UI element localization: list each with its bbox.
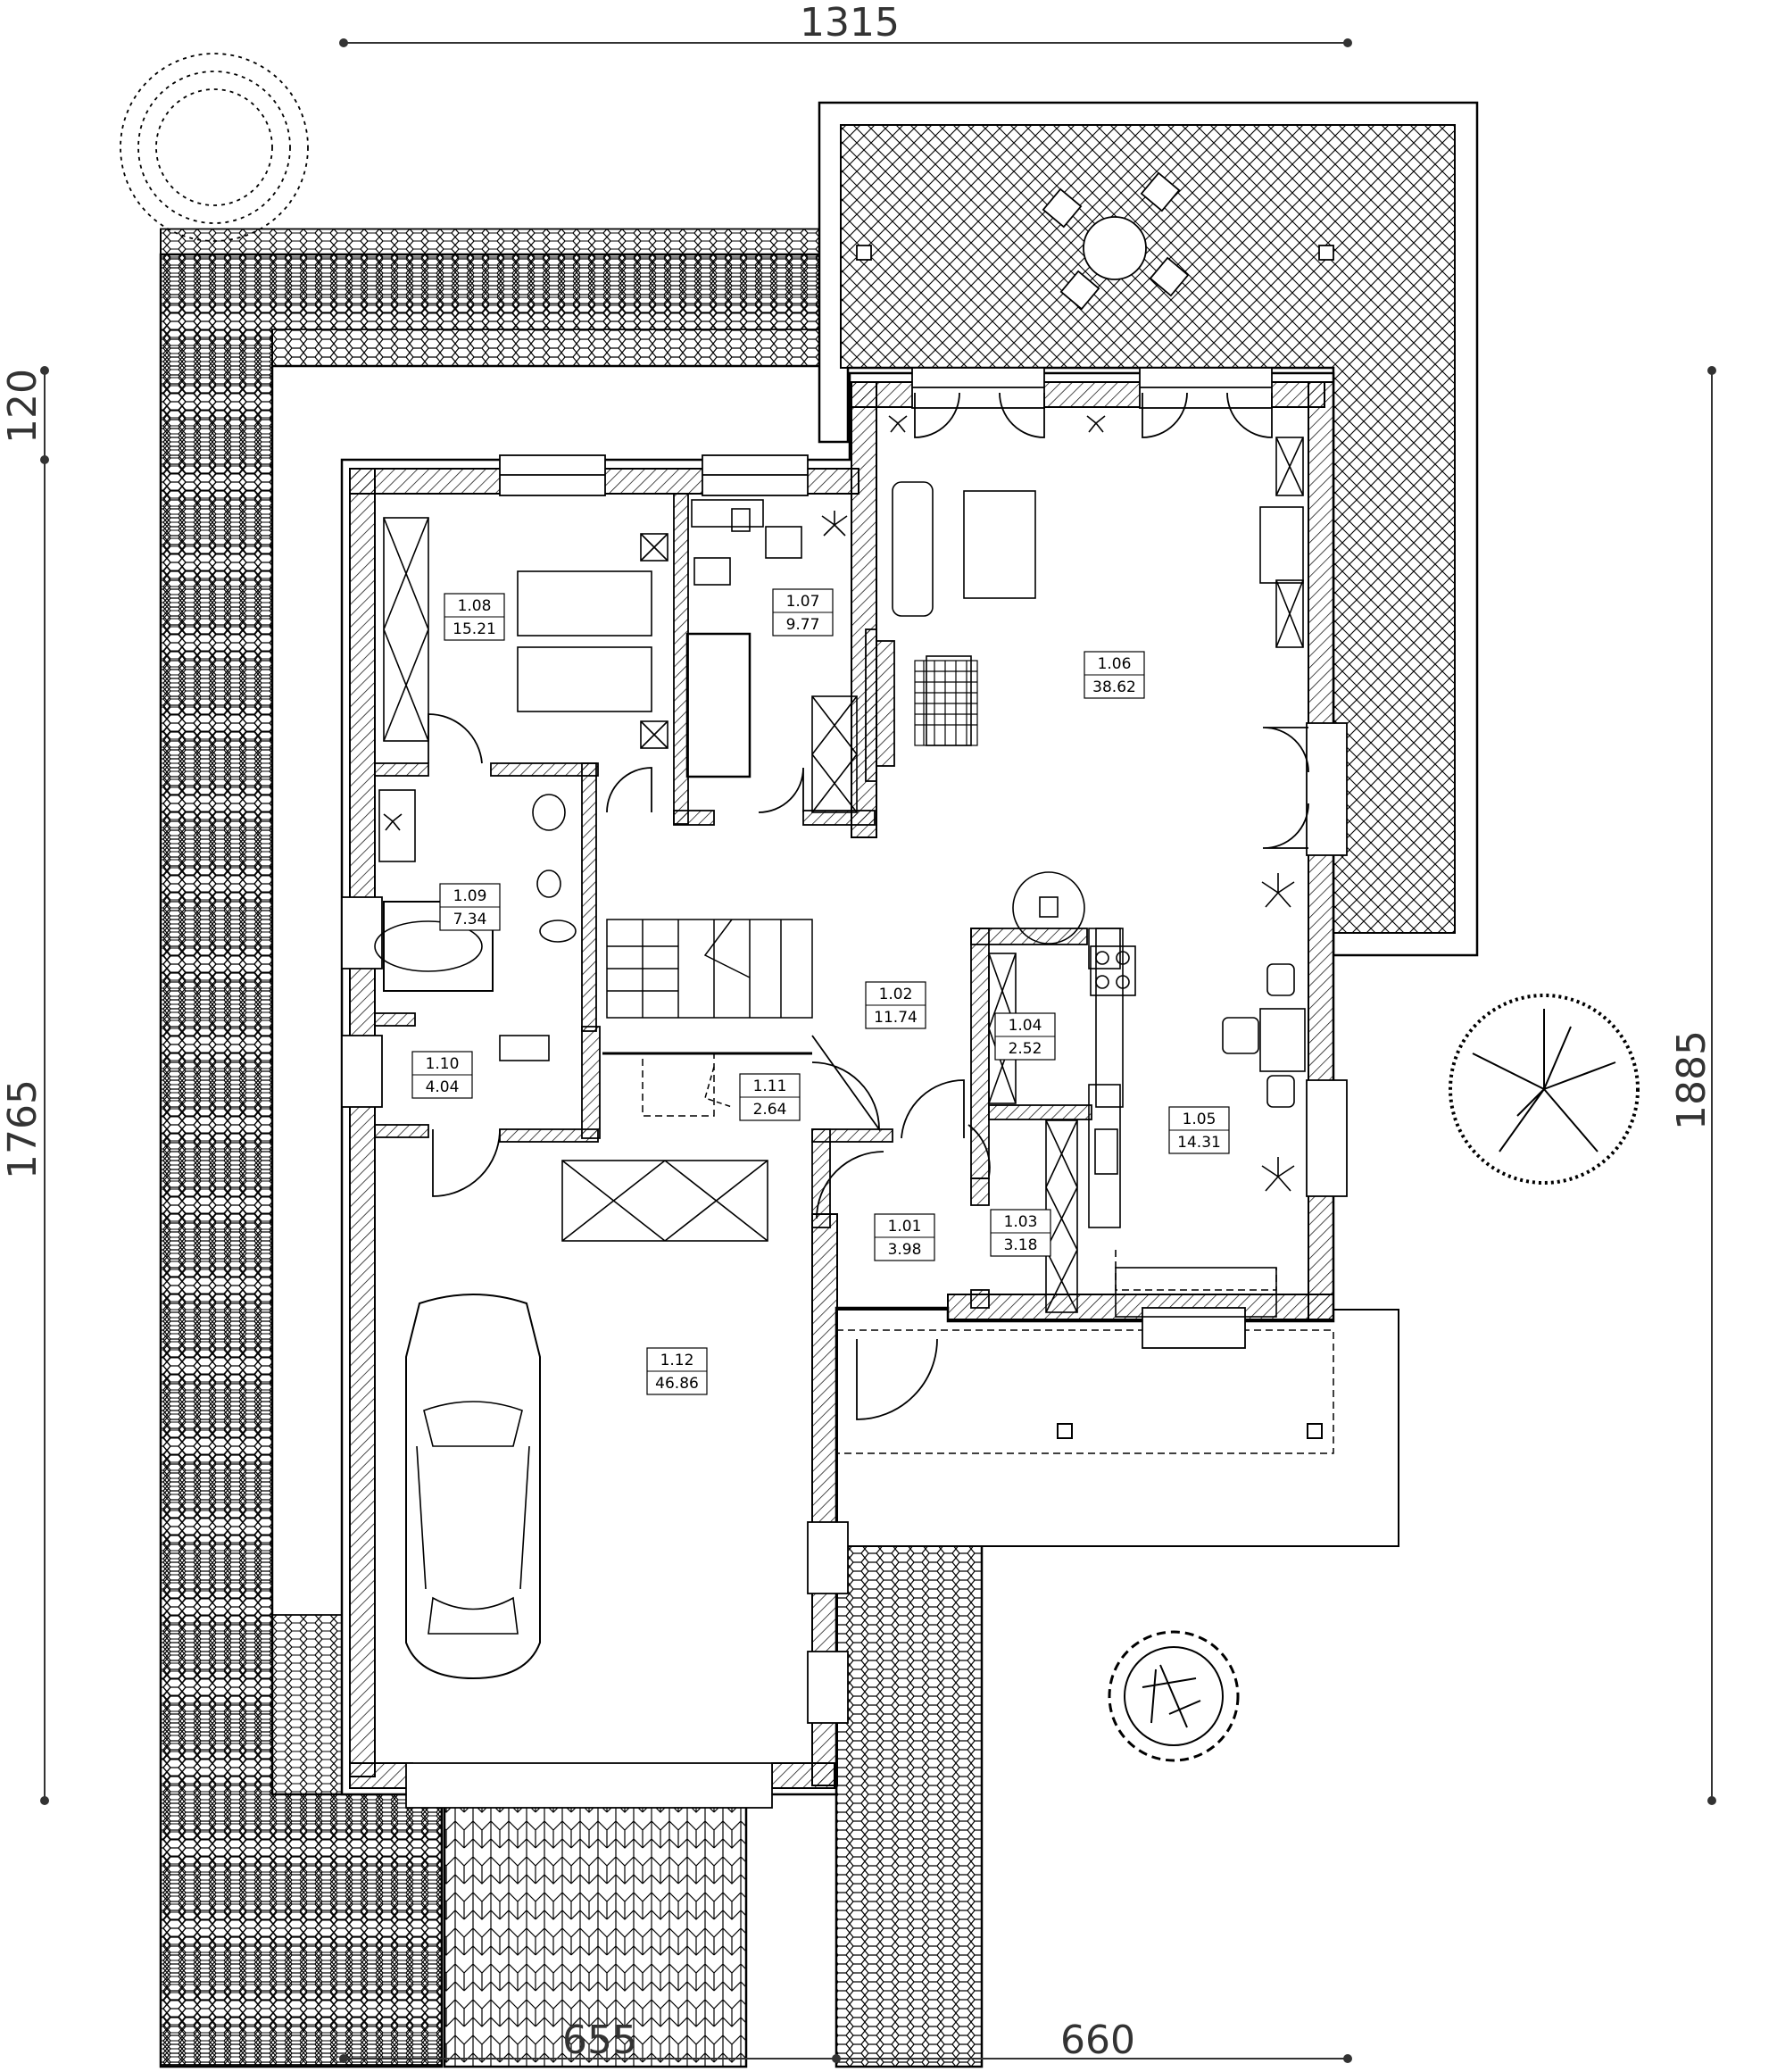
dim-left-main: 1765: [0, 1079, 46, 1179]
doors: [428, 392, 1309, 1420]
room-area: 7.34: [453, 911, 487, 928]
dim-right: 1885: [1669, 1030, 1715, 1130]
tree-right: [1449, 994, 1640, 1185]
furniture: [374, 437, 1306, 1680]
room-label-1.04: 1.04 2.52: [994, 1012, 1056, 1061]
room-id: 1.05: [1183, 1111, 1216, 1128]
room-area: 3.98: [888, 1241, 922, 1259]
tree-bottom: [1108, 1630, 1240, 1762]
room-area: 2.52: [1009, 1040, 1042, 1058]
dim-top: 1315: [800, 0, 900, 46]
room-id: 1.09: [453, 887, 487, 905]
room-area: 38.62: [1092, 678, 1136, 696]
room-id: 1.04: [1009, 1017, 1042, 1035]
staircase: [602, 919, 813, 1117]
room-label-1.09: 1.09 7.34: [439, 883, 501, 931]
room-label-1.10: 1.10 4.04: [411, 1051, 473, 1099]
room-label-1.03: 1.03 3.18: [990, 1209, 1051, 1257]
room-id: 1.06: [1098, 655, 1132, 673]
dimension-lines: [40, 38, 1716, 2063]
room-area: 2.64: [753, 1101, 787, 1119]
room-label-1.07: 1.07 9.77: [772, 588, 834, 637]
room-id: 1.08: [458, 597, 492, 615]
room-label-1.05: 1.05 14.31: [1168, 1106, 1230, 1154]
room-area: 46.86: [655, 1375, 699, 1393]
dim-left-upper: 120: [0, 369, 46, 444]
dimension-labels: 1315 120 1765 1885 655 660: [0, 0, 1715, 2063]
entrance-canopy: [835, 1309, 1399, 1547]
room-id: 1.03: [1004, 1213, 1038, 1231]
driveway: [443, 1793, 748, 2068]
windows: [341, 367, 1348, 1809]
room-id: 1.11: [753, 1078, 787, 1095]
room-area: 11.74: [874, 1009, 918, 1027]
room-area: 4.04: [426, 1078, 460, 1096]
exterior-walls: [349, 381, 1334, 1789]
room-id: 1.01: [888, 1218, 922, 1236]
room-area: 3.18: [1004, 1236, 1038, 1254]
room-label-1.12: 1.12 46.86: [646, 1347, 708, 1395]
room-id: 1.07: [786, 593, 820, 611]
room-area: 9.77: [786, 616, 820, 634]
dim-bottom-left: 655: [562, 2018, 637, 2063]
room-label-1.06: 1.06 38.62: [1084, 651, 1145, 699]
plants: [383, 415, 1295, 1192]
room-label-1.01: 1.01 3.98: [874, 1213, 935, 1261]
paving: [159, 228, 984, 2068]
dining-set: [856, 171, 1334, 311]
room-label-1.11: 1.11 2.64: [739, 1073, 801, 1121]
room-id: 1.12: [660, 1352, 694, 1369]
interior-walls: [374, 493, 1092, 1309]
room-area: 14.31: [1177, 1134, 1221, 1152]
tree-top-left: [120, 53, 309, 242]
dim-bottom-right: 660: [1060, 2018, 1135, 2063]
room-labels: 1.01 3.98 1.02 11.74 1.03 3.18 1.04 2.52…: [411, 588, 1230, 1395]
room-area: 15.21: [453, 620, 496, 638]
room-id: 1.10: [426, 1055, 460, 1073]
room-label-1.08: 1.08 15.21: [444, 593, 505, 641]
car: [405, 1294, 541, 1680]
room-id: 1.02: [879, 986, 913, 1003]
room-label-1.02: 1.02 11.74: [865, 981, 926, 1029]
